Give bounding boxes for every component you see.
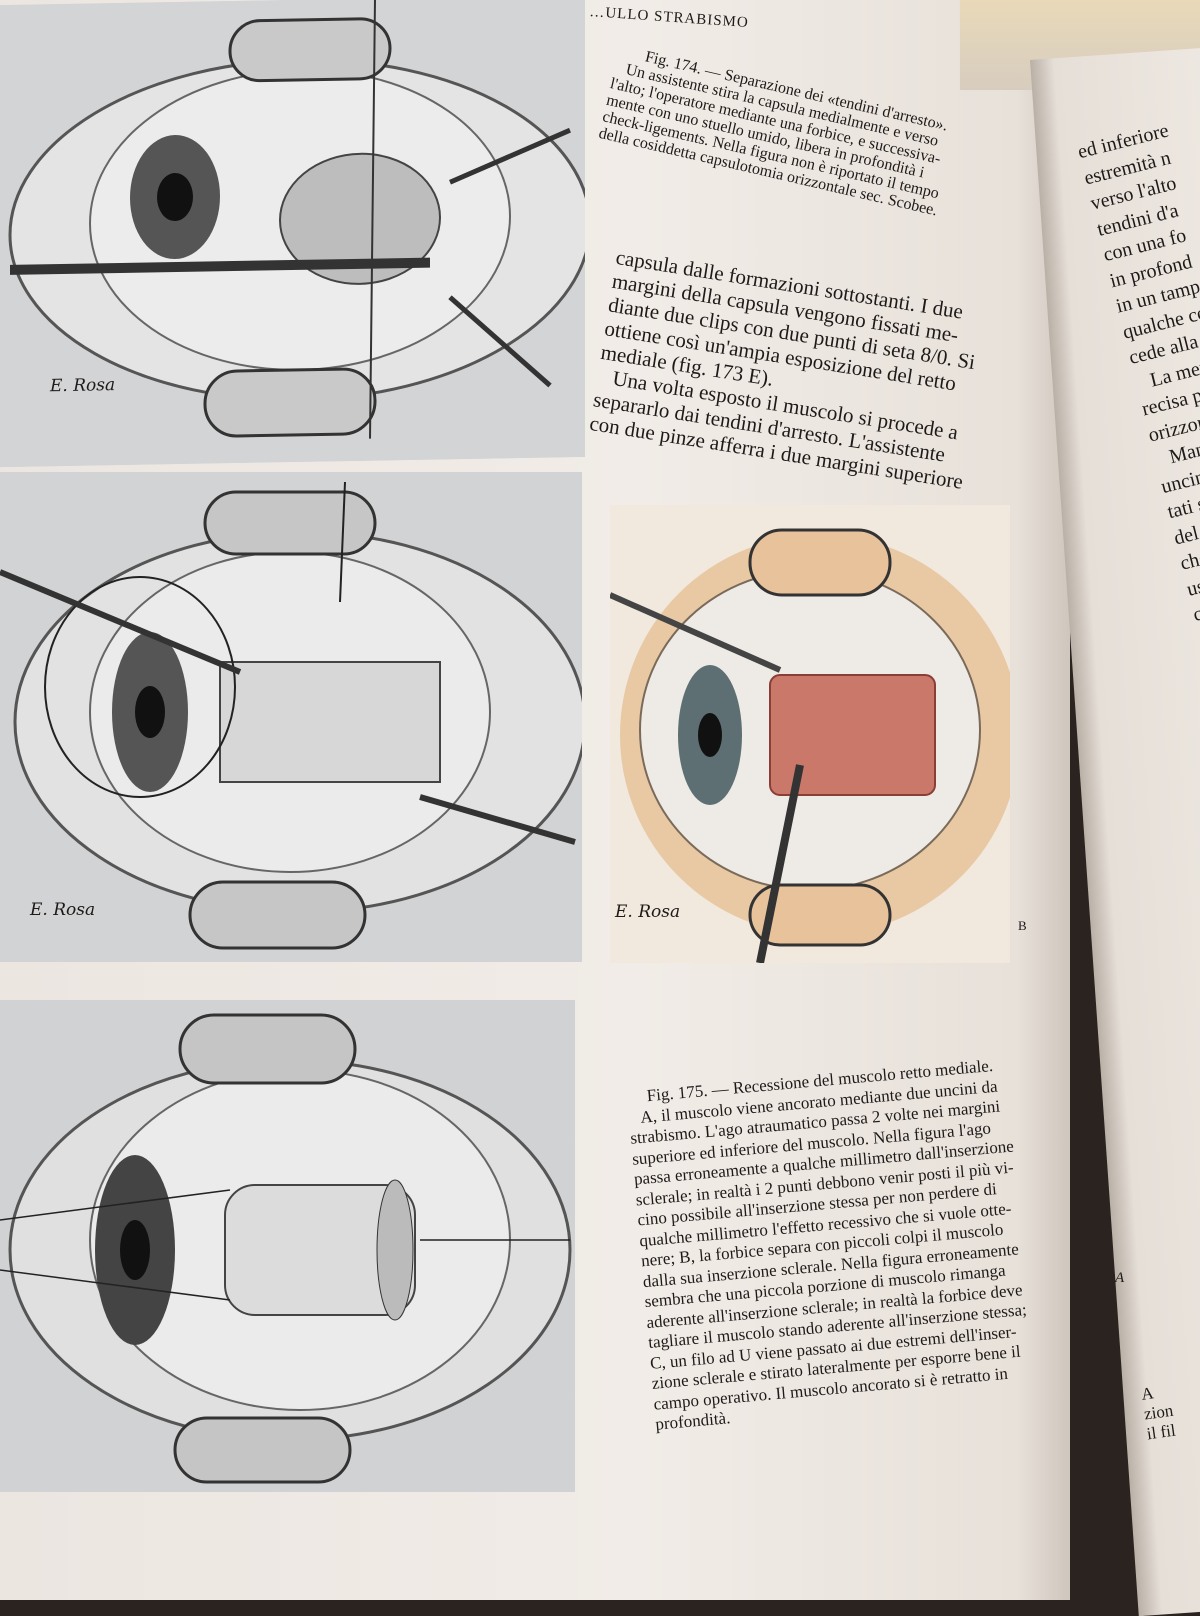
illustration-fig175-c — [0, 1000, 575, 1492]
figure-175-caption: Fig. 175. — Recessione del muscolo retto… — [626, 1055, 1036, 1435]
eye-surgery-drawing — [0, 1000, 575, 1492]
eye-surgery-color-drawing — [610, 505, 1010, 963]
illustration-fig175-b: E. Rosa — [610, 505, 1010, 963]
artist-signature: E. Rosa — [30, 900, 96, 920]
eye-surgery-drawing — [0, 472, 582, 962]
eye-surgery-drawing — [0, 0, 585, 468]
panel-label-a: A — [1115, 1270, 1125, 1286]
artist-signature: E. Rosa — [50, 375, 116, 397]
panel-label-b: B — [1018, 918, 1027, 933]
right-caption-line: il fil — [1145, 1420, 1177, 1444]
artist-signature: E. Rosa — [615, 902, 681, 922]
illustration-fig174: E. Rosa — [0, 0, 585, 468]
illustration-fig175-a: E. Rosa — [0, 472, 582, 962]
